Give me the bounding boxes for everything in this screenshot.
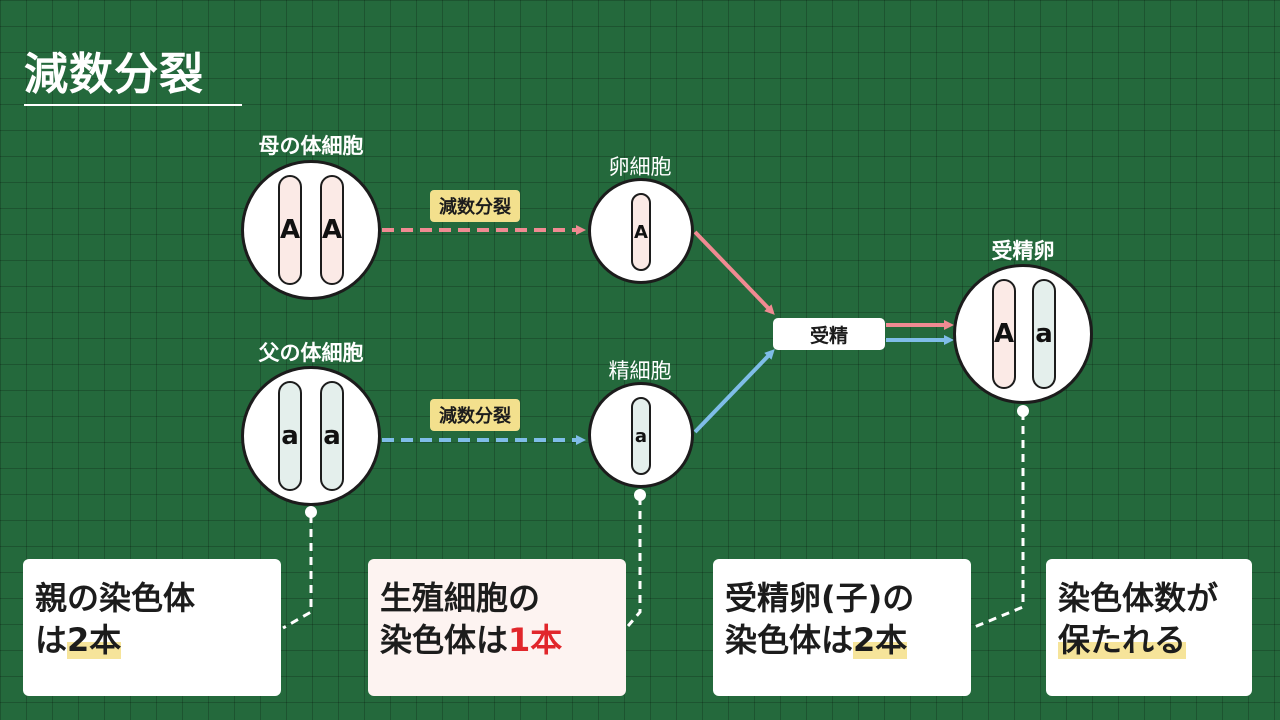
chromosome-zygote-1: A [992, 279, 1016, 389]
chromosome-mother-1: A [278, 175, 302, 285]
egg-cell: A [588, 178, 694, 284]
box-child-chromosomes: 受精卵(子)の 染色体は2本 [713, 559, 971, 696]
mother-cell: A A [241, 160, 381, 300]
sperm-cell: a [588, 382, 694, 488]
father-cell: a a [241, 366, 381, 506]
page-title: 減数分裂 [24, 49, 204, 100]
chromosome-sperm: a [631, 397, 651, 475]
box-parent-highlight: 2本 [67, 621, 122, 659]
label-father-cell: 父の体細胞 [258, 341, 364, 365]
box-gamete-highlight: 1本 [508, 621, 563, 659]
chromosome-zygote-2: a [1032, 279, 1056, 389]
box-child-line2: 染色体は2本 [725, 619, 959, 661]
leader-gamete [626, 497, 642, 627]
label-egg-cell: 卵細胞 [608, 155, 672, 179]
label-zygote: 受精卵 [991, 239, 1055, 263]
leader-parent [282, 515, 313, 630]
box-parent-prefix: は [35, 621, 68, 659]
chromosome-father-1: a [278, 381, 302, 491]
fertilization-label: 受精 [773, 318, 885, 350]
leader-child [971, 412, 1025, 630]
arrow-sperm-to-fertilization [693, 349, 775, 434]
box-kept-line2: 保たれる [1058, 619, 1240, 661]
label-sperm-cell: 精細胞 [608, 359, 672, 383]
box-gamete-line2: 染色体は1本 [380, 619, 614, 661]
leader-dot-child [1017, 405, 1029, 417]
tag-meiosis-mother: 減数分裂 [430, 190, 520, 222]
leader-dot-parent [305, 506, 317, 518]
box-kept-highlight: 保たれる [1058, 621, 1187, 659]
label-mother-cell: 母の体細胞 [258, 134, 364, 158]
box-gamete-chromosomes: 生殖細胞の 染色体は1本 [368, 559, 626, 696]
box-parent-line1: 親の染色体 [35, 579, 196, 617]
box-chromosome-kept: 染色体数が 保たれる [1046, 559, 1252, 696]
box-gamete-prefix: 染色体は [380, 621, 509, 659]
box-child-highlight: 2本 [853, 621, 908, 659]
title-underline [24, 104, 242, 106]
box-parent-chromosomes: 親の染色体 は2本 [23, 559, 281, 696]
tag-meiosis-father: 減数分裂 [430, 399, 520, 431]
box-child-prefix: 染色体は [725, 621, 854, 659]
leader-dot-gamete [634, 489, 646, 501]
chromosome-father-2: a [320, 381, 344, 491]
box-gamete-line1: 生殖細胞の [380, 579, 541, 617]
arrow-egg-to-fertilization [693, 230, 775, 315]
box-kept-line1: 染色体数が [1058, 579, 1219, 617]
box-parent-line2: は2本 [35, 619, 269, 661]
zygote-cell: A a [953, 264, 1093, 404]
box-child-line1: 受精卵(子)の [725, 579, 915, 617]
chromosome-mother-2: A [320, 175, 344, 285]
chromosome-egg: A [631, 193, 651, 271]
